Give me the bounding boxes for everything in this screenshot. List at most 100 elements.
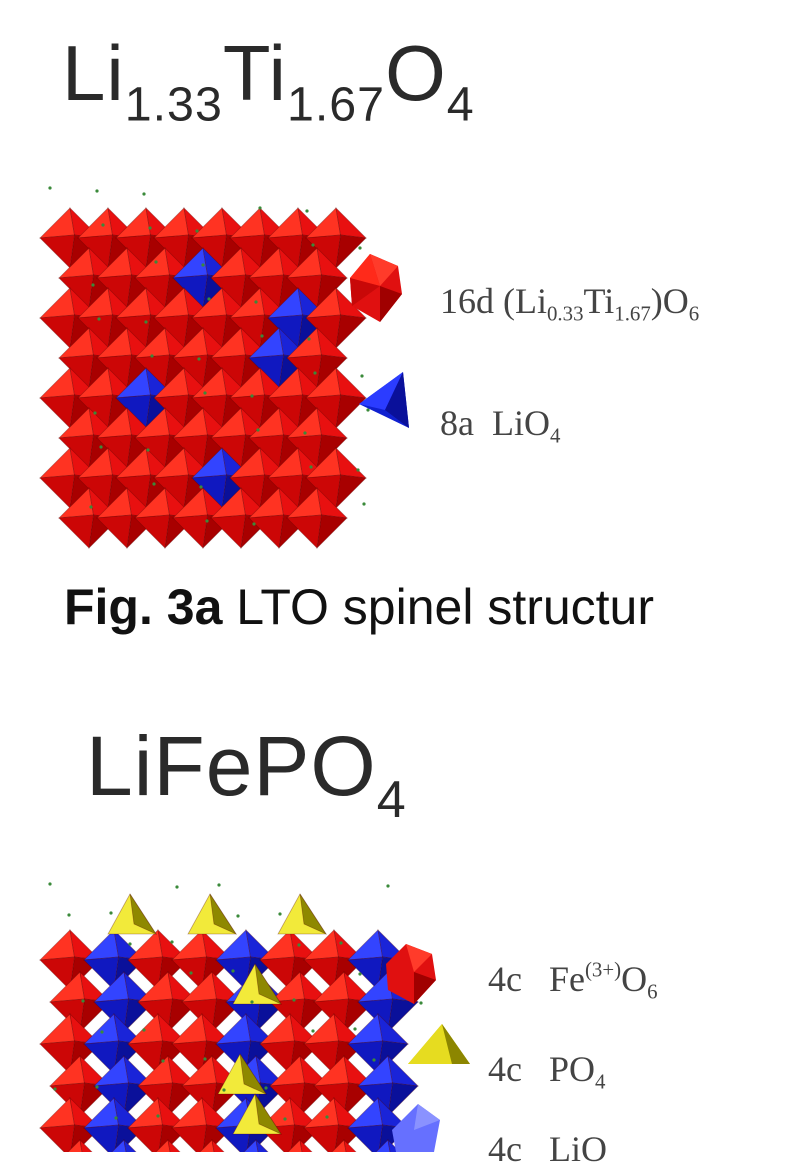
- atom-dot: [48, 882, 52, 886]
- octahedron-face: [127, 1040, 163, 1075]
- legend-4c-li: 4c LiO: [488, 1128, 607, 1170]
- atom-dot: [146, 448, 150, 452]
- formula-subscript: 1.33: [124, 77, 223, 132]
- octahedron-face: [171, 956, 207, 991]
- atom-dot: [311, 243, 315, 247]
- atom-dot: [154, 260, 158, 264]
- formula-part: O: [385, 29, 447, 117]
- octahedron-face: [343, 1138, 357, 1152]
- octahedron-face: [172, 514, 208, 549]
- atom-dot: [292, 998, 296, 1002]
- subscript: 0.33: [546, 301, 584, 326]
- octahedron-face: [67, 1139, 83, 1152]
- atom-dot: [100, 1030, 104, 1034]
- atom-dot: [353, 1027, 357, 1031]
- atom-dot: [366, 408, 370, 412]
- species-label: )O: [650, 281, 689, 321]
- octahedron-face: [83, 1040, 119, 1075]
- octahedron-face: [38, 929, 75, 961]
- atom-dot: [313, 371, 317, 375]
- species-label: Fe: [548, 959, 585, 999]
- octahedron-face: [83, 1124, 119, 1152]
- octahedron-face: [39, 1040, 75, 1075]
- species-label: LiO: [548, 1129, 607, 1169]
- blue-tetrahedron-icon: [359, 372, 409, 428]
- atom-dot: [236, 914, 240, 918]
- atom-dot: [358, 246, 362, 250]
- atom-dot: [97, 317, 101, 321]
- atom-dot: [231, 969, 235, 973]
- octahedron-face: [123, 1138, 137, 1152]
- atom-dot: [309, 465, 313, 469]
- atom-dot: [362, 502, 366, 506]
- atom-dot: [260, 334, 264, 338]
- octahedron-face: [96, 514, 132, 549]
- atom-dot: [325, 1115, 329, 1119]
- legend-8a: 8a LiO4: [440, 402, 560, 446]
- atom-dot: [93, 411, 97, 415]
- octahedron-face: [38, 287, 75, 319]
- octahedron-face: [335, 206, 368, 239]
- atom-dot: [283, 1117, 287, 1121]
- blue-octahedron-icon: [392, 1104, 440, 1152]
- octahedron-face: [259, 956, 295, 991]
- formula-part: LiFePO: [86, 719, 377, 813]
- atom-dot: [48, 186, 52, 190]
- polyhedra-lattice: [38, 882, 423, 1152]
- site-label: 4c: [488, 1049, 522, 1089]
- octahedron-face: [258, 929, 295, 961]
- atom-dot: [189, 971, 193, 975]
- octahedron-face: [127, 1124, 163, 1152]
- tetrahedron-face: [299, 893, 328, 935]
- atom-dot: [199, 485, 203, 489]
- atom-dot: [252, 522, 256, 526]
- tetrahedron-face: [254, 1093, 283, 1135]
- formula-part: Ti: [222, 29, 287, 117]
- atom-dot: [207, 297, 211, 301]
- octahedron-face: [347, 956, 383, 991]
- atom-dot: [89, 505, 93, 509]
- octahedron-face: [248, 514, 284, 549]
- atom-dot: [222, 1088, 226, 1092]
- atom-dot: [250, 394, 254, 398]
- octahedron-face: [215, 956, 251, 991]
- atom-dot: [101, 223, 105, 227]
- formula-part: Li: [62, 29, 125, 117]
- atom-dot: [81, 999, 85, 1003]
- octahedron-face: [210, 514, 246, 549]
- formula-subscript: 1.67: [286, 77, 386, 132]
- octahedron-face: [38, 367, 75, 399]
- subscript: 6: [647, 979, 658, 1004]
- red-octahedron-icon: [350, 254, 402, 322]
- octahedra-lattice: [38, 186, 370, 550]
- species-label: Ti: [583, 281, 615, 321]
- formula-subscript: 4: [446, 77, 475, 132]
- atom-dot: [278, 912, 282, 916]
- octahedron-face: [38, 447, 75, 479]
- atom-dot: [150, 354, 154, 358]
- subscript: 4: [595, 1069, 606, 1094]
- atom-dot: [170, 940, 174, 944]
- atom-dot: [142, 192, 146, 196]
- subscript: 1.67: [614, 301, 651, 326]
- atom-dot: [152, 482, 156, 486]
- species-label: O: [621, 959, 648, 999]
- atom-dot: [205, 519, 209, 523]
- atom-dot: [297, 943, 301, 947]
- octahedron-face: [38, 1097, 75, 1129]
- atom-dot: [254, 300, 258, 304]
- octahedron-face: [38, 1013, 75, 1045]
- octahedron-face: [214, 929, 251, 961]
- legend-4c-fe: 4c Fe(3+)O6: [488, 958, 658, 1004]
- octahedron-face: [199, 1139, 215, 1152]
- species-label: (Li: [503, 281, 547, 321]
- atom-dot: [307, 337, 311, 341]
- site-label: 8a: [440, 403, 474, 443]
- formula-lto: Li1.33Ti1.67O4: [62, 28, 475, 128]
- atom-dot: [201, 263, 205, 267]
- octahedron-face: [287, 1139, 303, 1152]
- atom-dot: [250, 1000, 254, 1004]
- atom-dot: [311, 1029, 315, 1033]
- octahedron-face: [347, 1124, 383, 1152]
- octahedron-face: [335, 446, 368, 479]
